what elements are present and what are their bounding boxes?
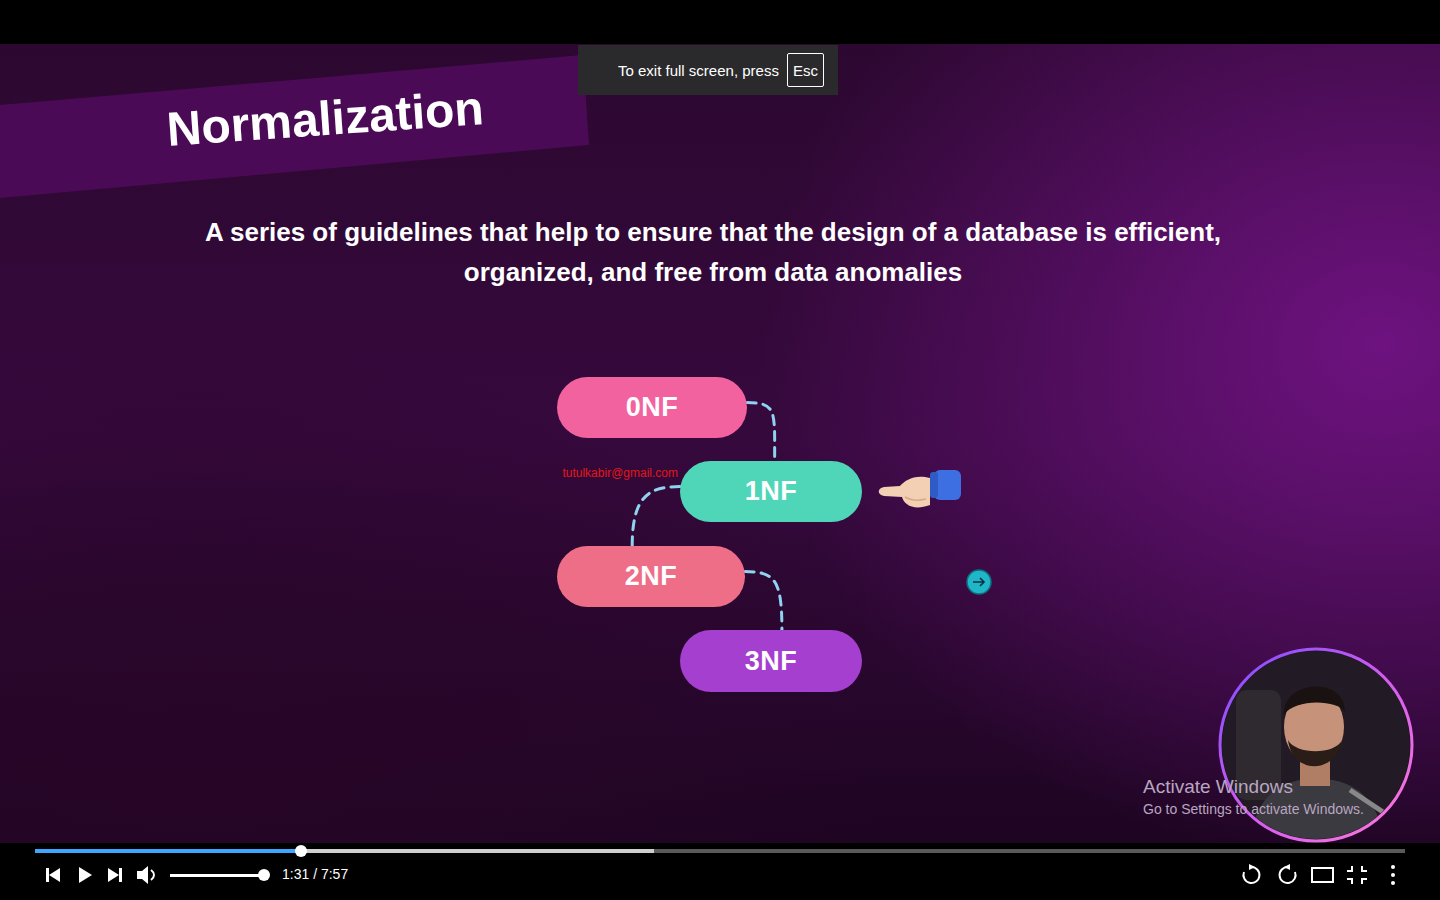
normal-form-pill: 2NF (557, 546, 745, 607)
cursor-arrow (973, 578, 984, 586)
time-display: 1:31 / 7:57 (282, 866, 348, 882)
progress-played (35, 849, 301, 853)
form-label: 0NF (626, 392, 679, 423)
slide-title: Normalization (165, 79, 485, 156)
menu-dot (1391, 881, 1395, 885)
menu-dot (1391, 873, 1395, 877)
volume-wave (151, 870, 154, 880)
windows-watermark-sub: Go to Settings to activate Windows. (1143, 801, 1364, 817)
progress-buffered (35, 849, 654, 853)
neck (1300, 760, 1330, 786)
hand-cuff-edge (930, 472, 938, 498)
exit-fullscreen-icon (1347, 866, 1367, 884)
normal-form-pill: 1NF (680, 461, 862, 522)
volume-knob (258, 869, 270, 881)
next-bar (119, 868, 122, 882)
face (1284, 689, 1344, 765)
seek-arrows (1249, 864, 1290, 870)
normal-form-pill: 0NF (557, 377, 747, 438)
cursor-dot (967, 570, 991, 594)
connector-line (747, 403, 775, 461)
prev-bar (46, 868, 49, 882)
connector-line (745, 572, 782, 630)
volume-icon (137, 866, 148, 884)
hair (1284, 686, 1345, 715)
windows-watermark: Activate Windows (1143, 776, 1293, 798)
volume-track (170, 874, 264, 877)
next-icon (108, 868, 119, 882)
form-label: 1NF (745, 476, 798, 507)
fullscreen-toast: To exit full screen, press Esc (578, 45, 838, 95)
normal-form-pill: 3NF (680, 630, 862, 692)
dashed-connector (747, 403, 775, 461)
hand-cuff (934, 470, 961, 500)
watermark-email: tutulkabir@gmail.com (562, 466, 678, 480)
pointing-hand-icon (879, 470, 961, 507)
form-label: 3NF (745, 646, 798, 677)
progress-track (35, 849, 1405, 853)
connector-line (632, 487, 680, 546)
prev-icon (49, 868, 60, 882)
beard (1288, 740, 1342, 766)
dashed-connector (632, 487, 680, 546)
theater-icon (1312, 868, 1333, 882)
slide-description: A series of guidelines that help to ensu… (183, 212, 1243, 292)
toast-text: To exit full screen, press (618, 62, 779, 79)
webcam-bubble (1220, 649, 1420, 850)
key-badge: Esc (787, 53, 824, 87)
hand-palm (879, 477, 930, 508)
hand-crease (905, 497, 926, 500)
title-band (0, 55, 589, 198)
webcam-room (1220, 650, 1420, 850)
player-controls-outline (151, 866, 1367, 884)
rewind-icon (1243, 867, 1259, 883)
dashed-connector (745, 572, 782, 630)
form-label: 2NF (625, 561, 678, 592)
key-label: Esc (793, 62, 818, 79)
menu-dot (1391, 865, 1395, 869)
rewind-head (1249, 864, 1255, 870)
spacer (1343, 866, 1345, 867)
forward-head (1284, 864, 1290, 870)
slide-background (0, 44, 1440, 843)
play-icon (79, 867, 92, 883)
progress-knob (295, 845, 307, 857)
player-controls (46, 865, 1395, 885)
forward-icon (1280, 867, 1296, 883)
